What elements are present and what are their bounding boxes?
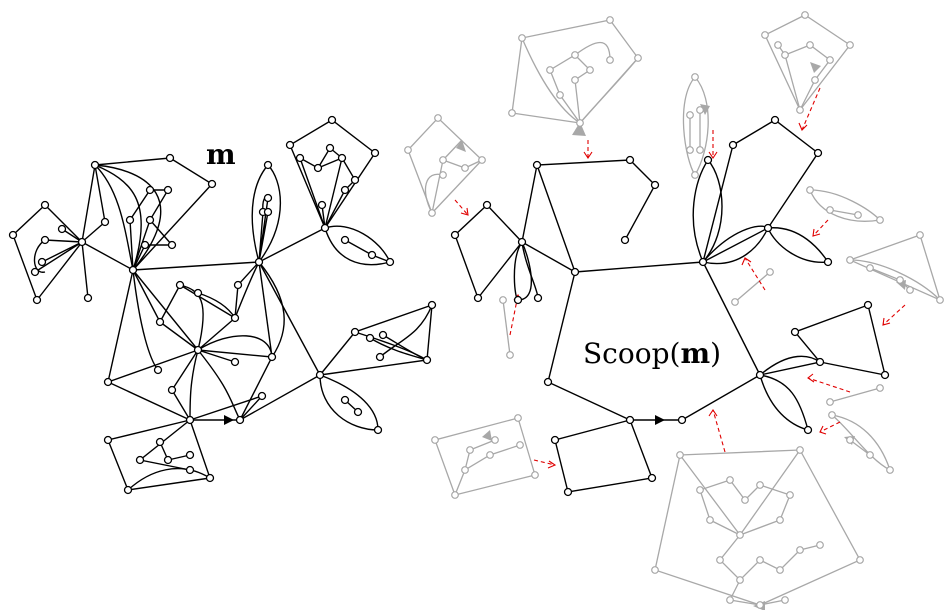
left-map-vertices xyxy=(8,115,437,495)
scoop-label: Scoop(m) xyxy=(583,337,721,370)
scoop-core xyxy=(454,119,886,493)
scooped-arrows xyxy=(456,62,906,610)
scoop-arrow-head xyxy=(655,415,665,425)
scoop-label-prefix: Scoop( xyxy=(583,337,680,370)
scoop-label-suffix: ) xyxy=(710,337,721,370)
left-map xyxy=(12,119,433,491)
scooped-vertices xyxy=(404,11,944,609)
left-arrow-head xyxy=(224,415,234,425)
scoop-core-vertices xyxy=(450,115,890,497)
scooped-pieces xyxy=(407,14,942,606)
left-map-label: m xyxy=(206,138,236,171)
scoop-label-bold: m xyxy=(680,337,710,370)
scoop-connectors xyxy=(454,87,906,466)
scoop-connector-heads xyxy=(460,122,891,469)
